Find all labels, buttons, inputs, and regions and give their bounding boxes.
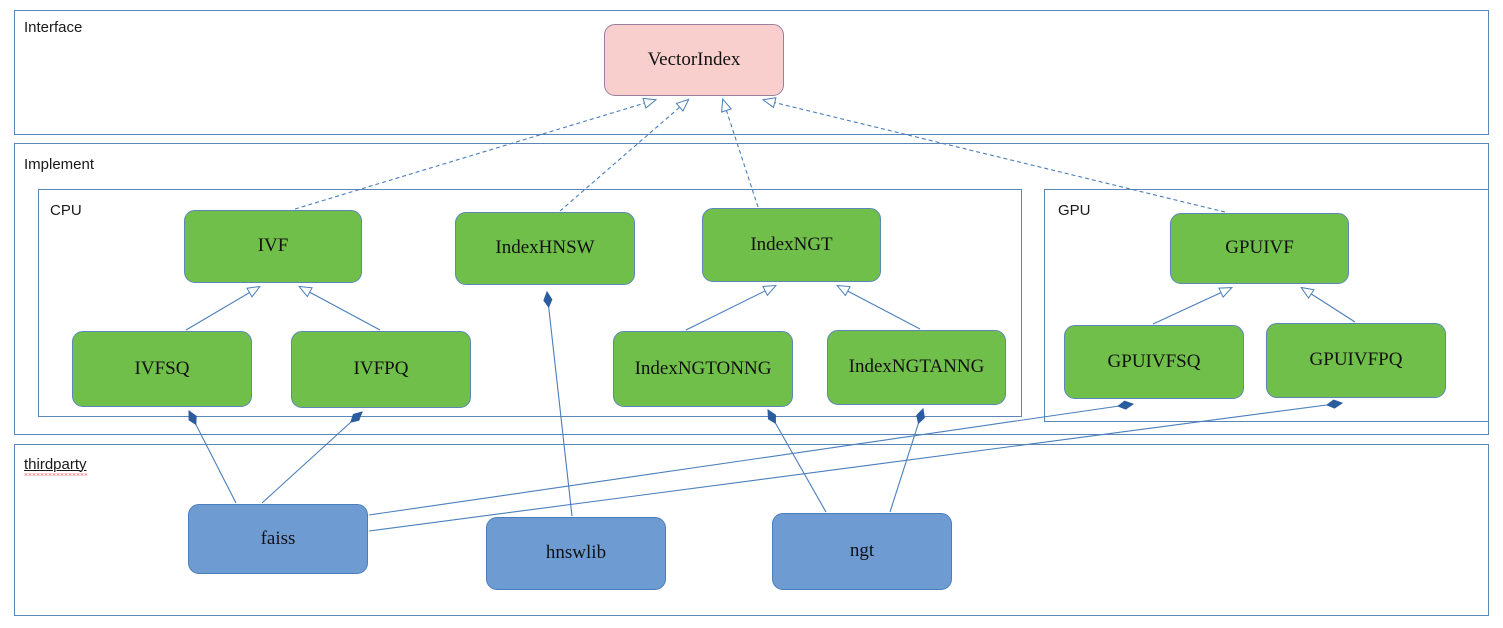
node-label-ivf: IVF xyxy=(257,235,289,257)
node-gpuivfsq[interactable]: GPUIVFSQ xyxy=(1064,325,1244,399)
node-gpuivfpq[interactable]: GPUIVFPQ xyxy=(1266,323,1446,398)
node-label-ngt: ngt xyxy=(849,540,875,562)
node-label-indexhnsw: IndexHNSW xyxy=(495,237,595,259)
node-vectorindex[interactable]: VectorIndex xyxy=(604,24,784,96)
node-label-ivfsq: IVFSQ xyxy=(134,357,190,379)
node-gpuivf[interactable]: GPUIVF xyxy=(1170,213,1349,284)
group-label-thirdparty: thirdparty xyxy=(24,457,87,476)
node-indexngt[interactable]: IndexNGT xyxy=(702,208,881,282)
node-hnswlib[interactable]: hnswlib xyxy=(486,517,666,590)
node-label-hnswlib: hnswlib xyxy=(545,542,607,564)
node-ivf[interactable]: IVF xyxy=(184,210,362,283)
group-label-implement: Implement xyxy=(24,156,95,173)
node-ivfpq[interactable]: IVFPQ xyxy=(291,331,471,408)
node-indexhnsw[interactable]: IndexHNSW xyxy=(455,212,635,285)
node-label-vectorindex: VectorIndex xyxy=(647,48,741,70)
node-indexngtanng[interactable]: IndexNGTANNG xyxy=(827,330,1006,405)
node-indexngtonng[interactable]: IndexNGTONNG xyxy=(613,331,793,407)
group-label-gpu: GPU xyxy=(1058,202,1091,219)
node-label-indexngt: IndexNGT xyxy=(750,233,833,255)
node-label-indexngtanng: IndexNGTANNG xyxy=(848,356,985,378)
group-label-interface: Interface xyxy=(24,19,83,36)
node-label-faiss: faiss xyxy=(260,527,296,549)
group-label-cpu: CPU xyxy=(50,202,82,219)
node-label-gpuivf: GPUIVF xyxy=(1225,237,1294,259)
node-faiss[interactable]: faiss xyxy=(188,504,368,574)
node-label-gpuivfsq: GPUIVFSQ xyxy=(1107,350,1201,372)
node-label-ivfpq: IVFPQ xyxy=(353,358,409,380)
node-label-gpuivfpq: GPUIVFPQ xyxy=(1309,349,1403,371)
node-ngt[interactable]: ngt xyxy=(772,513,952,590)
node-ivfsq[interactable]: IVFSQ xyxy=(72,331,252,407)
node-label-indexngtonng: IndexNGTONNG xyxy=(634,357,772,379)
